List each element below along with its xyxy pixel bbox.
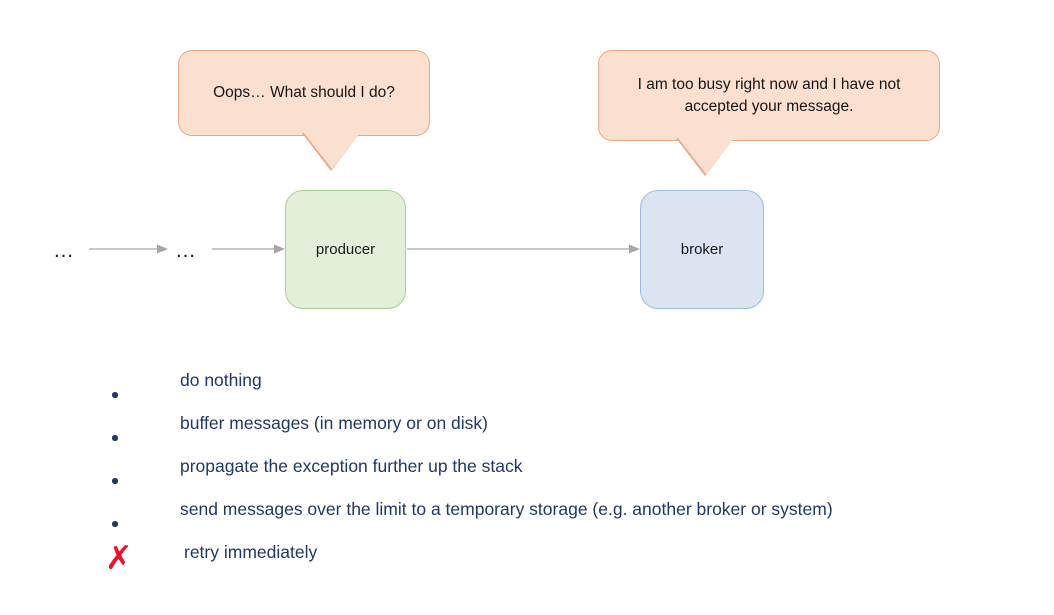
node-producer: producer xyxy=(285,190,406,309)
node-broker: broker xyxy=(640,190,764,309)
arrow-producer-to-broker xyxy=(407,243,641,255)
speech-bubble-broker-tail xyxy=(677,138,734,174)
options-list: do nothing buffer messages (in memory or… xyxy=(105,370,1032,587)
ellipsis-upstream-2: … xyxy=(175,239,197,262)
speech-bubble-producer-tail xyxy=(303,133,360,169)
list-item: propagate the exception further up the s… xyxy=(112,456,1032,501)
list-item-label: buffer messages (in memory or on disk) xyxy=(180,413,488,433)
list-item-label: send messages over the limit to a tempor… xyxy=(180,499,833,519)
speech-bubble-broker-text: I am too busy right now and I have not a… xyxy=(637,75,901,115)
list-item: buffer messages (in memory or on disk) xyxy=(112,413,1032,458)
speech-bubble-producer-text: Oops… What should I do? xyxy=(213,84,395,101)
speech-bubble-producer: Oops… What should I do? xyxy=(178,50,430,136)
arrow-ellipsis2-to-producer xyxy=(212,243,286,255)
list-item: send messages over the limit to a tempor… xyxy=(112,499,1032,544)
arrow-ellipsis1-to-ellipsis2 xyxy=(89,243,169,255)
node-producer-label: producer xyxy=(315,241,376,258)
node-broker-label: broker xyxy=(680,241,724,258)
speech-bubble-broker: I am too busy right now and I have not a… xyxy=(598,50,940,141)
list-item-label: retry immediately xyxy=(184,542,318,562)
list-item-label: do nothing xyxy=(180,370,262,390)
ellipsis-upstream-1: … xyxy=(53,239,75,262)
list-item-rejected: ✗ retry immediately xyxy=(105,541,1032,587)
red-x-glyph: ✗ xyxy=(105,538,133,577)
list-item: do nothing xyxy=(112,370,1032,415)
list-item-label: propagate the exception further up the s… xyxy=(180,456,523,476)
